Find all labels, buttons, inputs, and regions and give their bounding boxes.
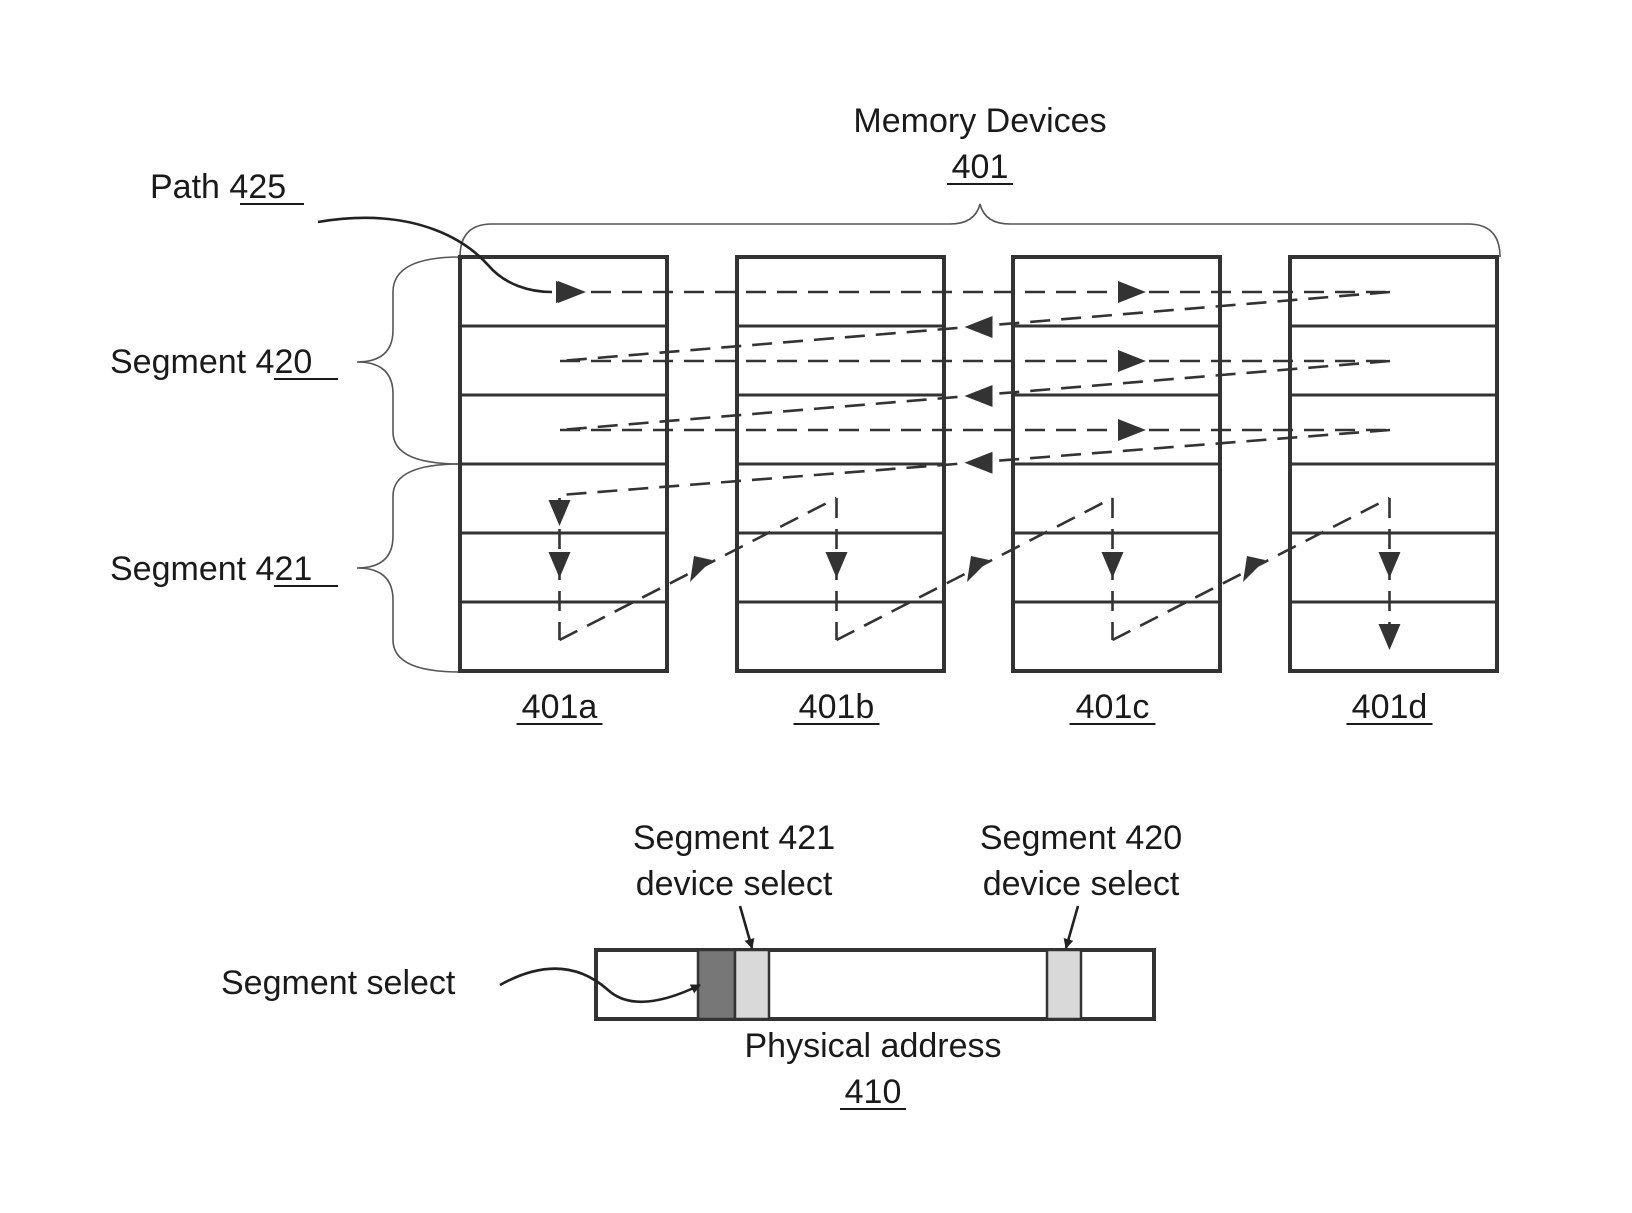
path-arrowhead (967, 556, 989, 582)
segment-420-device-select-line2: device select (983, 865, 1180, 903)
access-path-425 (549, 281, 1401, 650)
segment-select-field (698, 950, 735, 1019)
segment-420-brace (357, 257, 460, 464)
memory-devices-brace (460, 204, 1500, 257)
segment-421-device-select-field (735, 950, 769, 1019)
path-label: Path 425 (150, 168, 286, 206)
device-label-401b: 401b (799, 688, 875, 726)
path-arrowhead (690, 556, 712, 582)
path-arrowhead (965, 452, 993, 474)
device-label-401c: 401c (1076, 688, 1150, 726)
segment-420-device-select-field (1047, 950, 1081, 1019)
device-label-401a: 401a (522, 688, 598, 726)
segment-420-device-select-line1: Segment 420 (980, 819, 1182, 857)
segment-420-device-select-pointer (1066, 906, 1078, 948)
memory-devices-title: Memory Devices (853, 102, 1106, 140)
path-arrowhead (965, 385, 993, 407)
physical-address-ref: 410 (845, 1073, 902, 1111)
path-arrowhead (965, 316, 993, 338)
segment-select-label: Segment select (221, 964, 456, 1002)
path-arrowhead (1243, 556, 1265, 582)
segment-420-label: Segment 420 (110, 343, 312, 381)
memory-devices-ref: 401 (952, 148, 1009, 186)
segment-421-device-select-pointer (740, 906, 752, 948)
device-label-401d: 401d (1352, 688, 1428, 726)
segment-421-device-select-line2: device select (636, 865, 833, 903)
physical-address-caption: Physical address (744, 1027, 1001, 1065)
segment-421-label: Segment 421 (110, 550, 312, 588)
segment-421-device-select-line1: Segment 421 (633, 819, 835, 857)
physical-address-register (596, 950, 1154, 1019)
segment-421-brace (357, 464, 460, 672)
